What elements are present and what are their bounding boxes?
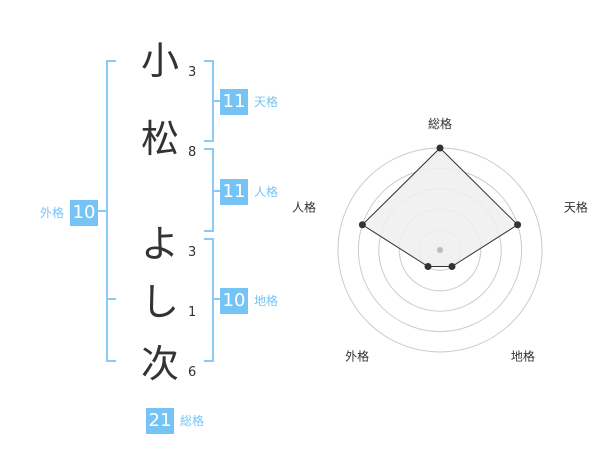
stroke-count-2: 8 <box>188 145 197 160</box>
gaikaku-bracket-tick <box>98 210 106 212</box>
gaikaku-bracket-inner-tick <box>108 298 116 300</box>
jinkaku-bracket-tick <box>212 190 220 192</box>
radar-axis-label-3: 地格 <box>511 348 535 363</box>
radar-point-2 <box>514 221 522 229</box>
tenkaku-bracket-tick <box>212 100 220 102</box>
radar-point-1 <box>436 144 444 152</box>
chikaku-value: 10 <box>220 288 248 314</box>
gaikaku-value: 10 <box>70 200 98 226</box>
name-char-3: よ <box>140 222 179 266</box>
tenkaku-label: 天格 <box>254 95 279 109</box>
chikaku-bracket-tick <box>212 298 220 300</box>
stroke-count-3: 3 <box>188 245 197 260</box>
stroke-count-1: 3 <box>188 65 197 80</box>
stroke-count-5: 6 <box>188 365 197 380</box>
tenkaku-value: 11 <box>220 89 248 115</box>
stroke-count-4: 1 <box>188 305 197 320</box>
radar-polygon <box>361 147 519 268</box>
soukaku-label: 総格 <box>180 414 205 428</box>
radar-axis-label-4: 外格 <box>345 348 369 363</box>
name-char-1: 小 <box>140 39 179 83</box>
name-char-5: 次 <box>140 342 179 386</box>
chikaku-bracket <box>204 238 214 362</box>
jinkaku-label: 人格 <box>254 185 279 199</box>
chikaku-label: 地格 <box>254 294 279 308</box>
radar-point-5 <box>358 221 366 229</box>
name-char-2: 松 <box>140 117 179 161</box>
jinkaku-value: 11 <box>220 179 248 205</box>
radar-point-3 <box>448 263 456 271</box>
gaikaku-bracket <box>106 60 116 362</box>
radar-center <box>437 247 443 253</box>
radar-point-4 <box>424 263 432 271</box>
name-char-4: し <box>140 280 179 324</box>
radar-axis-label-2: 天格 <box>564 200 588 215</box>
gaikaku-label: 外格 <box>40 206 65 220</box>
soukaku-value: 21 <box>146 408 174 434</box>
radar-axis-label-1: 総格 <box>428 116 452 131</box>
radar-axis-label-5: 人格 <box>292 200 316 215</box>
